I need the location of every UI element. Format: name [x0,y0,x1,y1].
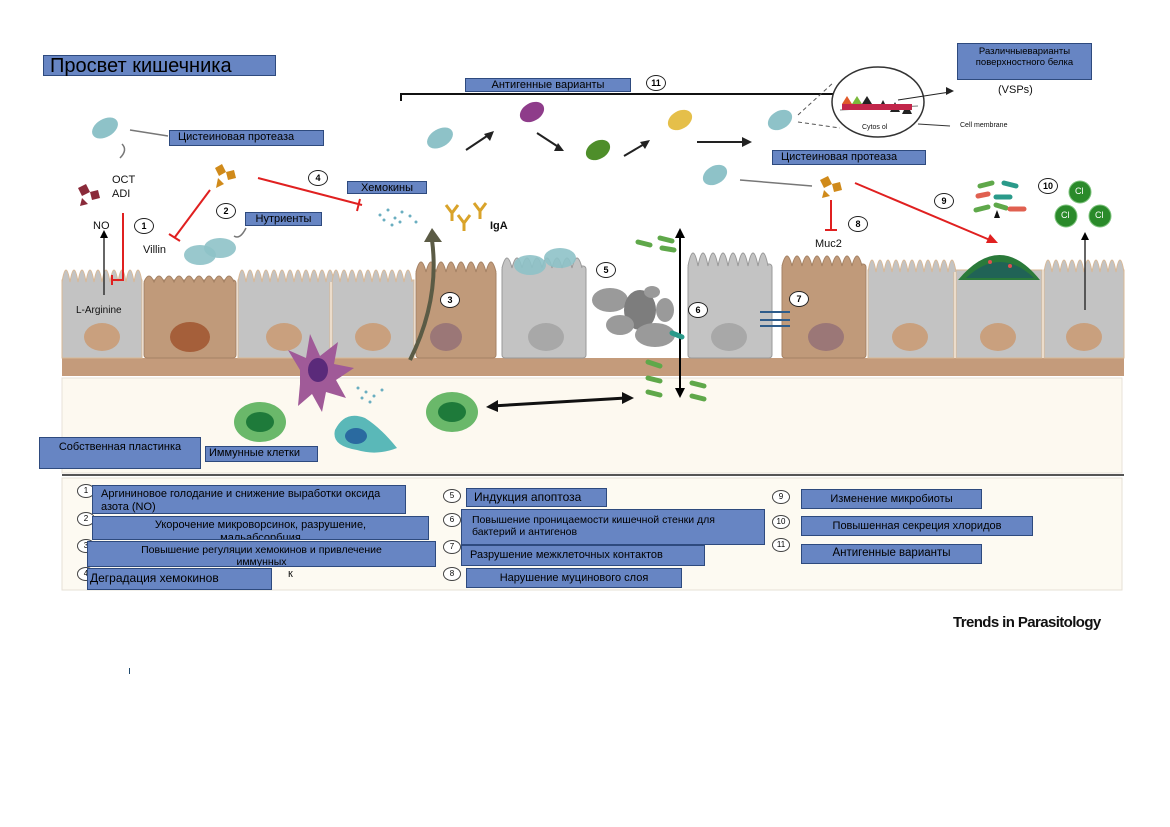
legend-item-3: Повышение регуляции хемокинов и привлече… [87,541,436,567]
legend-num-10: 10 [772,515,790,529]
epithelial-cells [61,263,1125,359]
immune-cells-label: Иммунные клетки [205,446,318,462]
cl-ion-label: Cl [1075,186,1084,196]
journal-name: Trends in Parasitology [953,614,1101,631]
adi-label: ADI [112,188,131,200]
step-badge-2: 2 [216,203,236,219]
lymphocyte-cells [234,392,478,453]
oct-label: OCT [112,174,136,186]
translocating-bacteria [635,235,707,402]
vsp-zoom [797,66,954,138]
chloride-arrow [1081,232,1089,310]
vsp-label: Различныеварианты поверхностного белка [957,43,1092,80]
legend-item-10: Повышенная секреция хлоридов [801,516,1033,536]
lumen-arrows [119,129,813,238]
stray-mark [129,668,130,674]
lamina-double-arrow [486,392,634,412]
dysbiosis-mound [958,255,1040,280]
chloride-ions [1054,180,1112,228]
step-badge-3: 3 [440,292,460,308]
legend-item-11: Антигенные варианты [801,544,982,564]
muc2-label: Muc2 [815,238,842,250]
legend-item-5: Индукция апоптоза [466,488,607,507]
microbiota [973,180,1027,213]
vsp-abbr-label: (VSPs) [998,84,1033,96]
step-badge-6: 6 [688,302,708,318]
lamina-propria-label: Собственная пластинка [39,437,201,469]
tight-junctions [760,311,790,327]
legend-item-4: Деградация хемокинов [87,568,272,590]
legend-item-9: Изменение микробиоты [801,489,982,509]
red-arrowhead [986,234,998,243]
legend-num-8: 8 [443,567,461,581]
chemokine-particles [356,208,418,404]
giardia-trophozoites [92,101,793,275]
apoptotic-debris [592,286,675,347]
protease-glyphs [215,164,842,198]
antigenic-variants-label: Антигенные варианты [465,78,631,92]
legend-num-6: 6 [443,513,461,527]
legend-num-5: 5 [443,489,461,503]
legend-num-7: 7 [443,540,461,554]
legend-num-9: 9 [772,490,790,504]
chemokine-recruit-arrow [408,239,436,361]
legend-item-8: Нарушение муцинового слоя [466,568,682,588]
legend-item-7: Разрушение межклеточных контактов [461,545,705,566]
basement-membrane [62,358,1124,376]
cysteine-protease-label-right: Цистеиновая протеаза [772,150,926,165]
step-badge-4: 4 [308,170,328,186]
step-badge-7: 7 [789,291,809,307]
step-badge-1: 1 [134,218,154,234]
page-title: Просвет кишечника [43,55,276,77]
step-badge-8: 8 [848,216,868,232]
legend-num-11: 11 [772,538,790,552]
legend-3-tail: к [288,568,293,580]
inhibition-arrows [111,177,991,285]
oct-adi-glyphs [78,184,100,206]
step-badge-11: 11 [646,75,666,91]
chemokines-label: Хемокины [347,181,427,194]
iga-label: IgA [490,220,508,232]
legend-item-6: Повышение проницаемости кишечной стенки … [461,509,765,545]
cysteine-protease-label-left: Цистеиновая протеаза [169,130,324,146]
microbiota-up-arrow [994,210,1000,218]
iga-antibodies [444,202,488,231]
permeability-arrow [675,228,685,398]
no-arrow [100,230,108,295]
legend-item-2: Укорочение микроворсинок, разрушение, ма… [92,516,429,540]
no-label: NO [93,220,110,232]
villin-label: Villin [143,244,167,256]
l-arginine-label: L-Arginine [76,305,122,316]
cytosol-label: Cytos ol [862,124,888,131]
nutrients-label: Нутриенты [245,212,322,226]
legend-item-1: Аргининовое голодание и снижение выработ… [92,485,406,514]
short-microvilli [143,255,863,284]
step-badge-10: 10 [1038,178,1058,194]
legend-num-1: 1 [77,484,95,498]
cell-membrane-label: Cell membrane [960,122,1008,129]
step-badge-9: 9 [934,193,954,209]
step-badge-5: 5 [596,262,616,278]
antigenic-bracket [400,93,843,101]
cl-ion-label: Cl [1061,210,1070,220]
dendritic-cell [288,334,354,412]
cl-ion-label: Cl [1095,210,1104,220]
